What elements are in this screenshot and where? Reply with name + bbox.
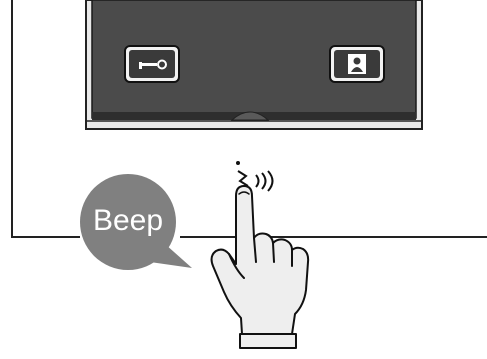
portrait-button[interactable] bbox=[330, 46, 384, 82]
portrait-icon bbox=[348, 54, 366, 74]
pointing-hand-icon bbox=[212, 186, 309, 348]
beep-label: Beep bbox=[80, 203, 176, 239]
key-button[interactable] bbox=[125, 46, 179, 82]
